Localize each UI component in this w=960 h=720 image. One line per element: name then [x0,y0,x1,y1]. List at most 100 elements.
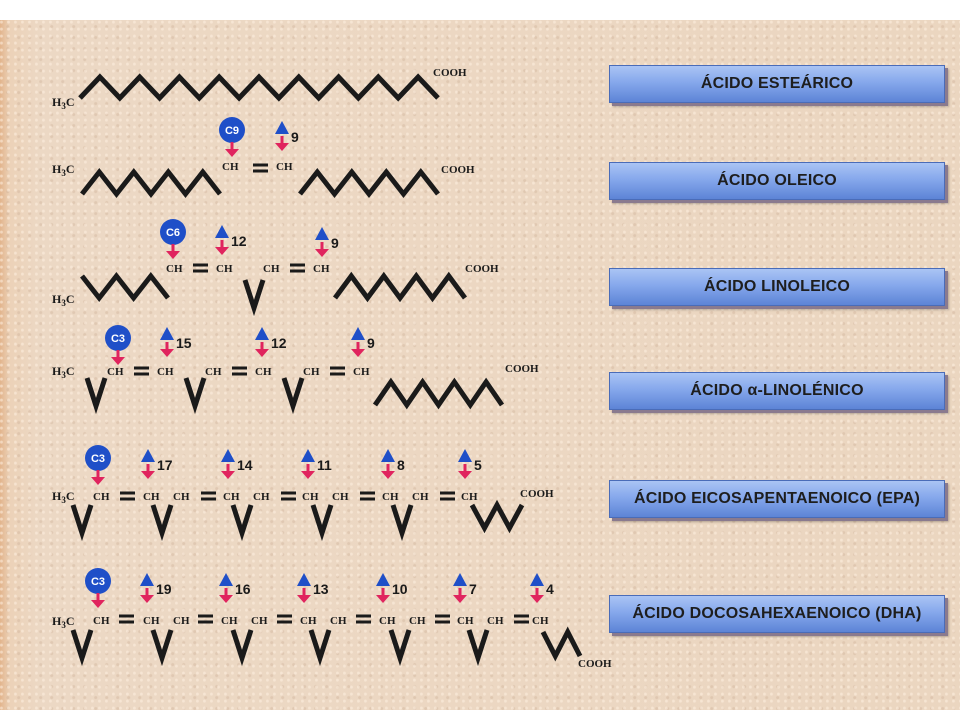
ch-group: CH [157,366,174,378]
ch-group: CH [300,615,317,627]
label-alfa-linolenico: ÁCIDO α-LINOLÉNICO [609,372,945,410]
ch-group: CH [107,366,124,378]
label-dha: ÁCIDO DOCOSAHEXAENOICO (DHA) [609,595,945,633]
delta-arrow-head [351,349,365,357]
omega-label: C3 [91,453,105,465]
omega-label: C3 [91,576,105,588]
delta-triangle [141,449,155,462]
delta-triangle [381,449,395,462]
ch-group: CH [173,491,190,503]
ch-group: CH [223,491,240,503]
linoleic-chain-left [80,271,170,303]
epa-v [310,504,334,542]
delta-arrow-head [315,249,329,257]
delta-triangle [315,227,329,240]
delta-triangle [351,327,365,340]
carboxyl-group: COOH [578,658,612,670]
omega-label: C9 [225,125,239,137]
ch-group: CH [382,491,399,503]
omega-arrow-head [166,251,180,259]
omega-circle [85,445,111,471]
delta-triangle [458,449,472,462]
omega-label: C6 [166,227,180,239]
delta-triangle [160,327,174,340]
delta-triangle [255,327,269,340]
epa-v [150,504,174,542]
delta-arrow-head [530,595,544,603]
oleic-chain-right [298,167,440,199]
ch-group: CH [263,263,280,275]
ch-group: CH [332,491,349,503]
linoleic-chain-right [332,271,468,303]
ala-v [183,377,207,415]
dha-v [150,629,174,667]
delta-triangle [275,121,289,134]
ch-group: CH [222,161,239,173]
epa-chain-right [469,499,525,534]
delta-number: 10 [392,581,408,597]
epa-v [230,504,254,542]
delta-arrow-head [221,471,235,479]
ch-group: CH [313,263,330,275]
ch-group: CH [251,615,268,627]
ch-group: CH [205,366,222,378]
omega-label: C3 [111,333,125,345]
ch-group: CH [330,615,347,627]
omega-circle [105,325,131,351]
delta-arrow-head [141,471,155,479]
delta-arrow-head [255,349,269,357]
ch-group: CH [216,263,233,275]
delta-arrow-head [215,247,229,255]
ch-group: CH [93,491,110,503]
ch-group: CH [276,161,293,173]
delta-number: 15 [176,335,192,351]
carboxyl-group: COOH [465,263,499,275]
delta-triangle [219,573,233,586]
stearic-chain [78,73,440,102]
ala-v [84,377,108,415]
ch-group: CH [255,366,272,378]
carboxyl-group: COOH [433,67,467,79]
ch-group: CH [302,491,319,503]
delta-arrow-head [140,595,154,603]
delta-arrow-head [160,349,174,357]
carboxyl-group: COOH [520,488,554,500]
delta-triangle [215,225,229,238]
delta-number: 9 [367,335,375,351]
ch-group: CH [166,263,183,275]
delta-triangle [530,573,544,586]
ch-group: CH [379,615,396,627]
oleic-chain-left [80,167,222,199]
label-estearico: ÁCIDO ESTEÁRICO [609,65,945,103]
methyl-group: H3C [52,614,75,630]
omega-circle [85,568,111,594]
delta-number: 12 [271,335,287,351]
delta-triangle [376,573,390,586]
ch-group: CH [532,615,549,627]
delta-number: 12 [231,233,247,249]
delta-triangle [221,449,235,462]
delta-number: 11 [317,457,332,473]
ch-group: CH [457,615,474,627]
methyl-group: H3C [52,95,75,111]
delta-arrow-head [301,471,315,479]
ch-group: CH [353,366,370,378]
delta-arrow-head [219,595,233,603]
delta-number: 5 [474,457,482,473]
delta-number: 4 [546,581,554,597]
ala-v [281,377,305,415]
delta-triangle [301,449,315,462]
dha-v [388,629,412,667]
delta-number: 7 [469,581,477,597]
delta-triangle [297,573,311,586]
methyl-group: H3C [52,292,75,308]
label-epa: ÁCIDO EICOSAPENTAENOICO (EPA) [609,480,945,518]
dha-chain-tail [540,626,583,662]
ch-group: CH [409,615,426,627]
linoleic-v [242,279,266,317]
delta-number: 16 [235,581,251,597]
ch-group: CH [412,491,429,503]
ch-group: CH [303,366,320,378]
delta-number: 13 [313,581,329,597]
